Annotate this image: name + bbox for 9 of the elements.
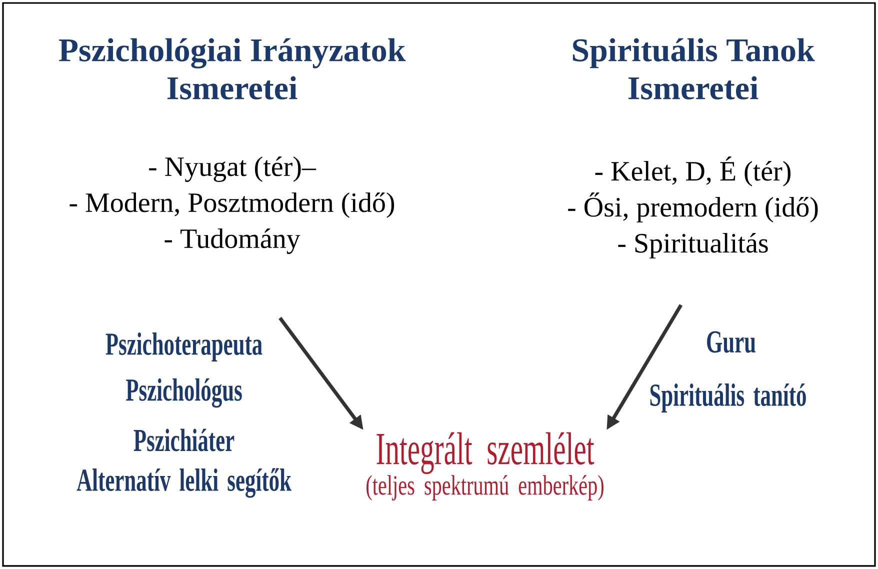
text-column: Spirituális Tanok Ismeretei - Kelet, D, É (tér) - Ősi, premodern (idő) - Spiritualitás (568, 38, 818, 258)
role-label: Pszichológus (126, 378, 242, 408)
text-column: Pszichológiai Irányzatok Ismeretei - Nyugat (tér)– - Modern, Posztmodern (idő) - Tudomány (58, 38, 406, 254)
result-text: Integrált szemlélet (teljes spektrumú emberkép) (366, 432, 604, 501)
role-label: Pszichoterapeuta (106, 332, 262, 362)
role-label: Guru (707, 331, 756, 353)
role-label: Pszichiáter (134, 428, 234, 452)
role-label: Alternatív lelki segítők (76, 468, 292, 498)
role-label: Spirituális tanító (650, 383, 806, 412)
